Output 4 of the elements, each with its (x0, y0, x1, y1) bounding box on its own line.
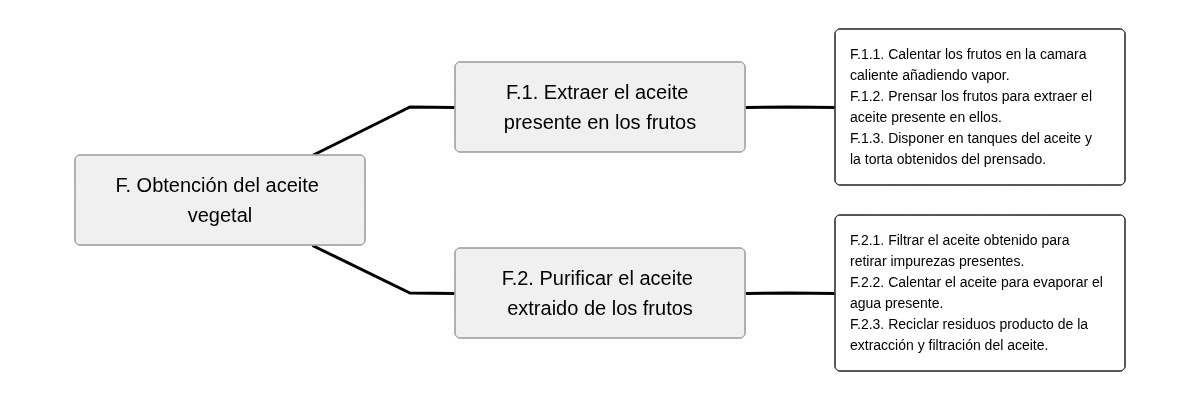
connector (745, 105, 835, 109)
connector (745, 291, 835, 295)
connector (311, 244, 455, 295)
connector (311, 105, 455, 157)
